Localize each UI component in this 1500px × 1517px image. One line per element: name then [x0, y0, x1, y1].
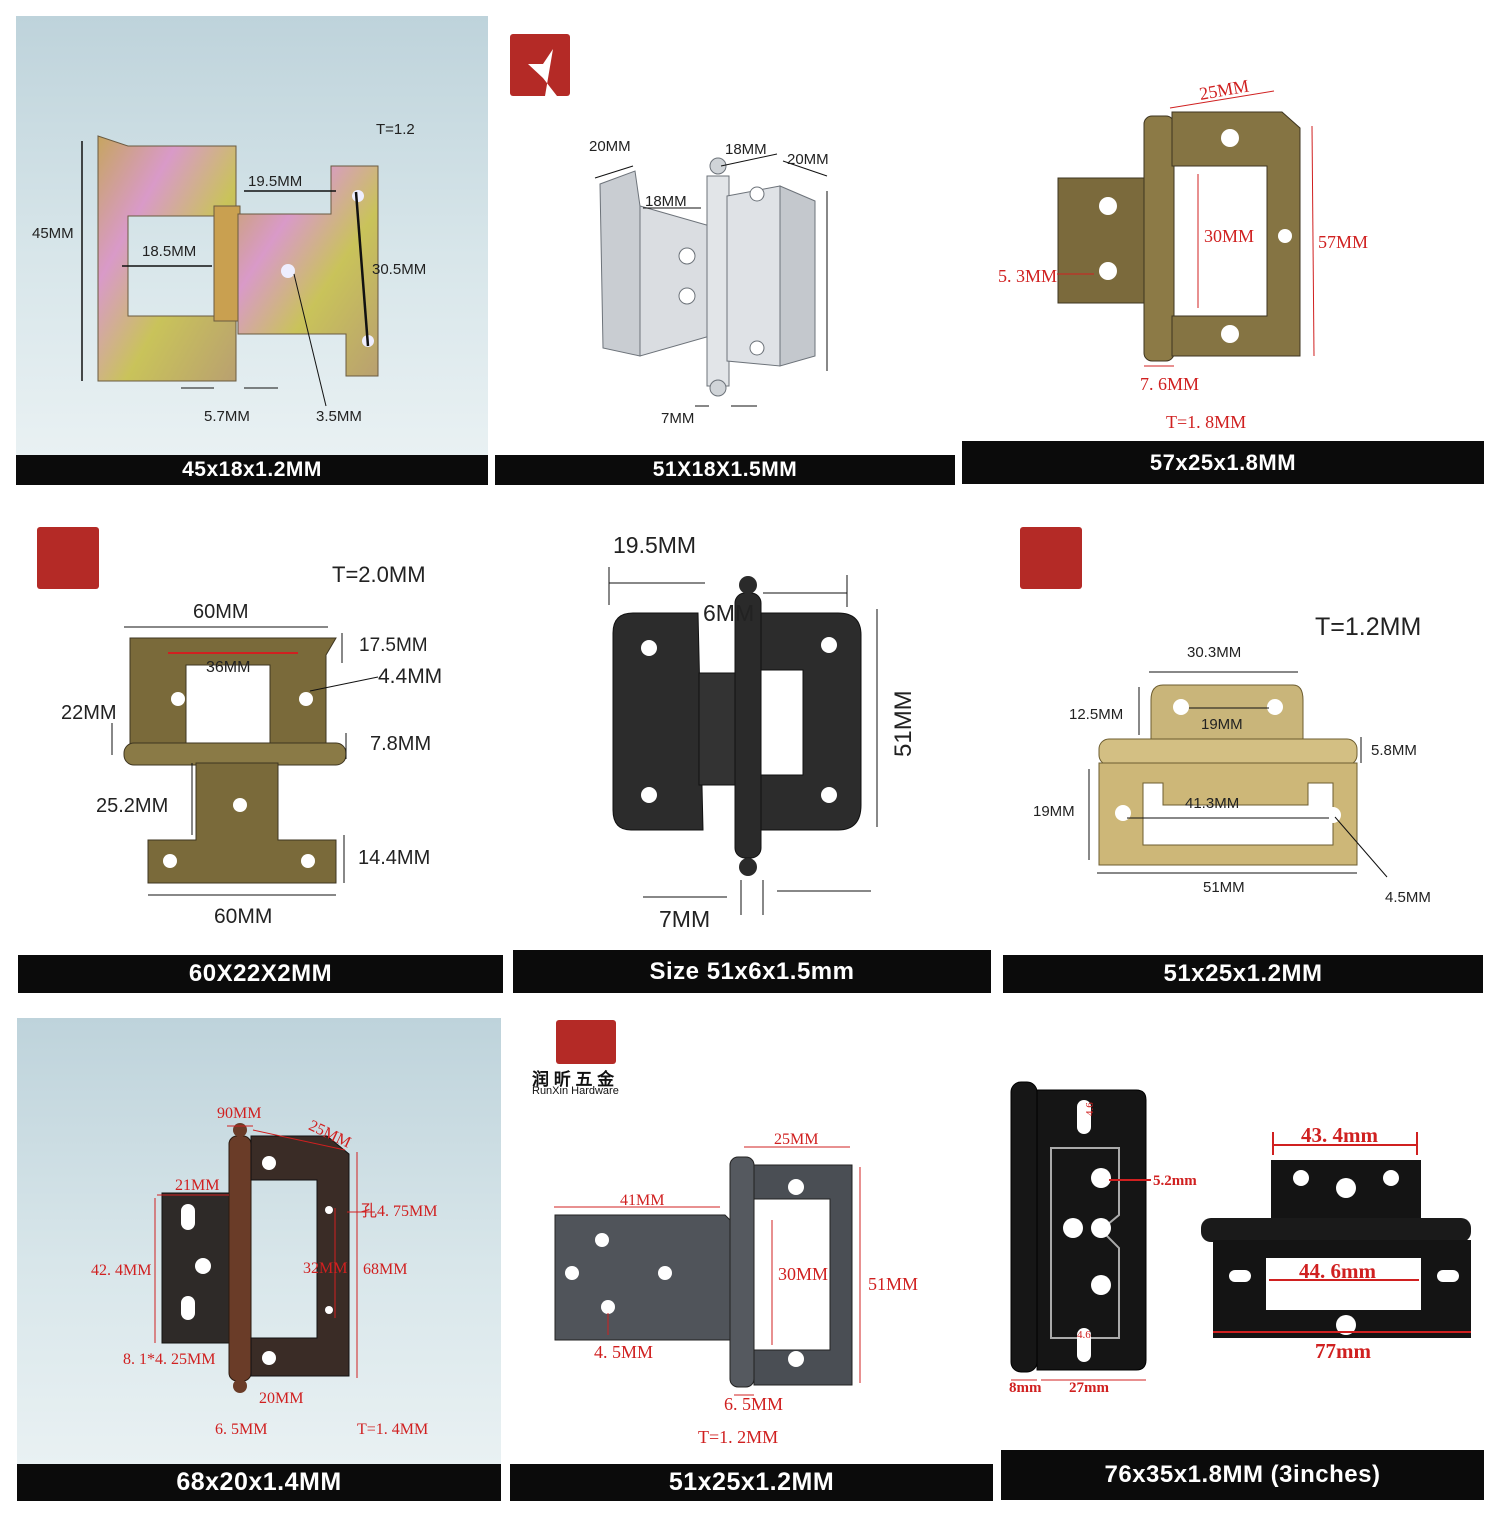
- dim-text: 8. 1*4. 25MM: [123, 1351, 215, 1368]
- dim-text: 27mm: [1069, 1380, 1109, 1396]
- dim-text: T=1. 2MM: [698, 1427, 778, 1447]
- dim-text: 25MM: [774, 1131, 818, 1148]
- dim-text: 20MM: [259, 1390, 303, 1407]
- hinge-diagram-6: T=1.2MM 30.3MM 12.5MM 19MM 5.8MM 19MM 41…: [1033, 613, 1431, 906]
- dim-text: 8mm: [1009, 1380, 1042, 1396]
- dim-text: 42. 4MM: [91, 1262, 151, 1279]
- runxin-logo-icon: [556, 1020, 616, 1064]
- dim-text: 90MM: [217, 1105, 261, 1122]
- dim-text: 7MM: [661, 410, 694, 427]
- dim-text: 30MM: [1204, 226, 1254, 246]
- product-label-2: 51X18X1.5MM: [495, 455, 955, 485]
- dim-text: T=1. 4MM: [357, 1421, 428, 1438]
- dim-text: 7.8MM: [370, 733, 431, 755]
- dim-text: 孔4. 75MM: [361, 1202, 437, 1220]
- product-panel-8: 润 昕 五 金 RunXin Hardware 25MM 41MM 30MM 5…: [510, 1015, 993, 1464]
- dim-text: 3.5MM: [316, 408, 362, 425]
- dim-text: 4.4MM: [378, 665, 442, 688]
- dim-text: 60MM: [193, 601, 249, 623]
- dim-text: 5. 3MM: [998, 266, 1057, 286]
- dim-text: 43. 4mm: [1301, 1123, 1378, 1147]
- product-label-5: Size 51x6x1.5mm: [513, 950, 991, 993]
- dim-text: 5.2mm: [1153, 1173, 1197, 1189]
- product-label-8: 51x25x1.2MM: [510, 1464, 993, 1501]
- hinge-diagram-2: 20MM 18MM 18MM 20MM 7MM: [528, 49, 829, 427]
- runxin-logo-icon: [37, 527, 99, 589]
- product-panel-5: 19.5MM 6MM 51MM 7MM: [513, 505, 991, 950]
- dim-text: 77mm: [1315, 1339, 1371, 1363]
- runxin-logo-icon: [1020, 527, 1082, 589]
- dim-text: 32MM: [303, 1260, 347, 1277]
- dim-text: 68MM: [363, 1261, 407, 1278]
- product-label-4: 60X22X2MM: [18, 955, 503, 993]
- dim-text: 4. 5MM: [594, 1342, 653, 1362]
- dim-text: 18MM: [645, 193, 687, 210]
- product-label-3: 57x25x1.8MM: [962, 441, 1484, 484]
- dim-text: T=1. 8MM: [1166, 412, 1246, 432]
- hinge-diagram-3: 25MM 30MM 57MM 5. 3MM 7. 6MM T=1. 8MM: [998, 76, 1368, 432]
- hinge-diagram-4: T=2.0MM 60MM 17.5MM 36MM 4.4MM 22MM 7.8M…: [61, 562, 442, 928]
- hinge-diagram-1: 45MM 18.5MM 19.5MM 30.5MM 5.7MM 3.5MM T=…: [32, 121, 426, 425]
- dim-text: 5.8MM: [1371, 742, 1417, 759]
- dim-text: 51MM: [868, 1274, 918, 1294]
- product-label-1: 45x18x1.2MM: [16, 455, 488, 485]
- product-panel-7: 90MM 25MM 21MM 孔4. 75MM 42. 4MM 32MM 68M…: [17, 1018, 501, 1464]
- dim-text: 20MM: [589, 138, 631, 155]
- dim-text: 45MM: [32, 225, 74, 242]
- dim-text: 21MM: [175, 1177, 219, 1194]
- dim-text: 60MM: [214, 905, 272, 928]
- dim-text: 19.5MM: [248, 173, 302, 190]
- hinge-diagram-8: 25MM 41MM 30MM 51MM 4. 5MM 6. 5MM T=1. 2…: [554, 1131, 918, 1447]
- dim-text: 18MM: [725, 141, 767, 158]
- dim-text: 4.5MM: [1385, 889, 1431, 906]
- dim-text: T=1.2MM: [1315, 613, 1421, 641]
- hinge-diagram-9: 4.6 5.2mm 4.6 8mm 27mm 43. 4mm 44. 6mm 7…: [1009, 1081, 1471, 1396]
- dim-text: 7MM: [659, 906, 710, 932]
- hinge-diagram-7: 90MM 25MM 21MM 孔4. 75MM 42. 4MM 32MM 68M…: [91, 1105, 437, 1438]
- dim-text: 19MM: [1201, 716, 1243, 733]
- dim-text: 6MM: [703, 600, 754, 626]
- product-panel-4: T=2.0MM 60MM 17.5MM 36MM 4.4MM 22MM 7.8M…: [18, 505, 503, 955]
- product-label-6: 51x25x1.2MM: [1003, 955, 1483, 993]
- product-panel-1: 45MM 18.5MM 19.5MM 30.5MM 5.7MM 3.5MM T=…: [16, 16, 488, 456]
- dim-text: 18.5MM: [142, 243, 196, 260]
- dim-text: 17.5MM: [359, 635, 428, 656]
- dim-text: T=2.0MM: [332, 562, 426, 587]
- dim-text: 12.5MM: [1069, 706, 1123, 723]
- product-panel-6: T=1.2MM 30.3MM 12.5MM 19MM 5.8MM 19MM 41…: [1003, 505, 1483, 955]
- dim-text: 57MM: [1318, 232, 1368, 252]
- dim-text: 19.5MM: [613, 532, 696, 558]
- dim-text: 25.2MM: [96, 795, 168, 817]
- dim-text: 44. 6mm: [1299, 1259, 1376, 1283]
- dim-text: 4.6: [1084, 1102, 1096, 1116]
- dim-text: 4.6: [1077, 1329, 1091, 1341]
- dim-text: 30MM: [778, 1264, 828, 1284]
- dim-text: T=1.2: [376, 121, 415, 138]
- dim-text: 36MM: [206, 659, 250, 676]
- hinge-diagram-5: 19.5MM 6MM 51MM 7MM: [608, 532, 917, 932]
- dim-text: 19MM: [1033, 803, 1075, 820]
- dim-text: 25MM: [1198, 76, 1251, 104]
- product-panel-9: 4.6 5.2mm 4.6 8mm 27mm 43. 4mm 44. 6mm 7…: [1001, 1070, 1484, 1450]
- brand-name-en: RunXin Hardware: [532, 1085, 619, 1097]
- dim-text: 14.4MM: [358, 847, 430, 869]
- dim-text: 6. 5MM: [215, 1421, 267, 1438]
- dim-text: 30.5MM: [372, 261, 426, 278]
- dim-text: 20MM: [787, 151, 829, 168]
- dim-text: 41MM: [620, 1192, 664, 1209]
- dim-text: 41.3MM: [1185, 795, 1239, 812]
- dim-text: 5.7MM: [204, 408, 250, 425]
- product-label-7: 68x20x1.4MM: [17, 1464, 501, 1501]
- product-panel-3: 25MM 30MM 57MM 5. 3MM 7. 6MM T=1. 8MM: [962, 16, 1484, 441]
- dim-text: 30.3MM: [1187, 644, 1241, 661]
- brand-name-cn: 润 昕 五 金: [532, 1070, 615, 1089]
- product-panel-2: 20MM 18MM 18MM 20MM 7MM: [495, 16, 955, 456]
- dim-text: 51MM: [1203, 879, 1245, 896]
- dim-text: 7. 6MM: [1140, 374, 1199, 394]
- product-label-9: 76x35x1.8MM (3inches): [1001, 1450, 1484, 1500]
- dim-text: 22MM: [61, 702, 117, 724]
- dim-text: 51MM: [890, 690, 917, 757]
- dim-text: 6. 5MM: [724, 1394, 783, 1414]
